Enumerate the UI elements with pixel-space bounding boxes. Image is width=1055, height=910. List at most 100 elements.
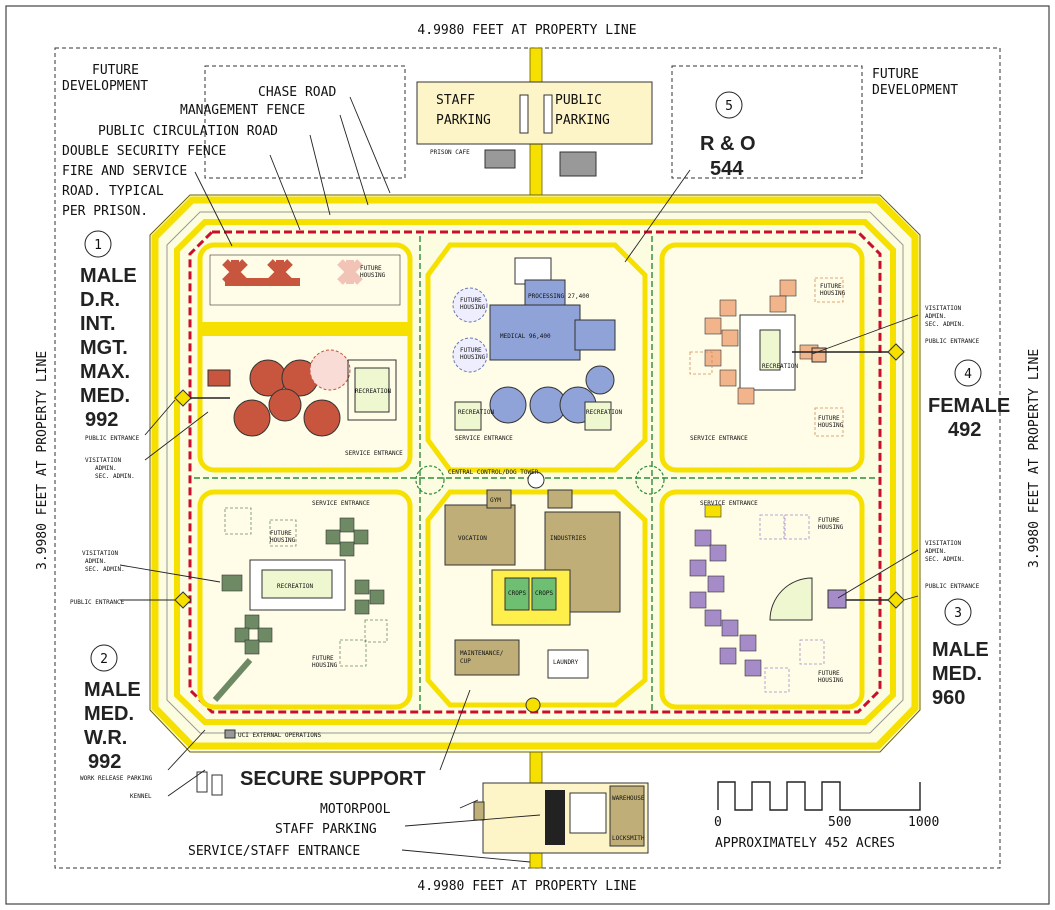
facility-3-badge	[944, 598, 972, 626]
top-parking-lot	[416, 81, 653, 145]
visitation-center-building	[559, 151, 597, 177]
fire-service-road-line3: PER PRISON.	[62, 204, 148, 219]
property-line	[54, 47, 1001, 869]
facility-5-line2: 544	[710, 158, 744, 180]
central-control-node	[415, 465, 665, 495]
facility-3-number: 3	[954, 606, 962, 621]
facility-1-line3: INT.	[80, 313, 116, 335]
motorpool-label: MOTORPOOL	[320, 802, 391, 817]
service-entrance-f4: SERVICE ENTRANCE	[690, 435, 748, 442]
future-housing-f5-2: HOUSING	[460, 304, 486, 311]
fire-service-road-line1: FIRE AND SERVICE	[62, 164, 187, 179]
public-entrance-f2	[174, 591, 192, 609]
future-housing-f5-1: FUTURE	[460, 297, 482, 304]
facility-5-number: 5	[725, 99, 733, 114]
top-property-line-label: 4.9980 FEET AT PROPERTY LINE	[417, 23, 636, 38]
future-housing-f3b-2: HOUSING	[818, 677, 844, 684]
service-entrance-f2: SERVICE ENTRANCE	[312, 500, 370, 507]
future-housing-f5b-2: HOUSING	[460, 354, 486, 361]
visitation-label-f2-3: SEC. ADMIN.	[85, 566, 125, 573]
visitation-label-f2-2: ADMIN.	[85, 558, 107, 565]
public-entrance-label-f3: PUBLIC ENTRANCE	[925, 583, 980, 590]
facility-5-badge	[715, 91, 743, 119]
visitation-label-f3-1: VISITATION	[925, 540, 962, 547]
staff-parking-bottom-label: STAFF PARKING	[275, 822, 377, 837]
recreation-f5-right: RECREATION	[586, 409, 623, 416]
facility-4-compound	[659, 242, 865, 473]
facility-1-line1: MALE	[80, 265, 137, 287]
future-housing-f1-1: FUTURE	[360, 265, 382, 272]
future-housing-f2-2: HOUSING	[270, 537, 296, 544]
facility-3-line2: MED.	[932, 663, 982, 685]
vocation-building	[444, 504, 516, 566]
double-security-fence-label: DOUBLE SECURITY FENCE	[62, 144, 226, 159]
secure-support-compound	[425, 489, 648, 713]
crops-label-1: CROPS	[508, 590, 526, 597]
future-development-right-area	[671, 65, 863, 179]
facility-1-badge	[84, 230, 112, 258]
future-housing-f4b-2: HOUSING	[818, 422, 844, 429]
warehouse-label: WAREHOUSE	[612, 795, 645, 802]
facility-1-line7: 992	[85, 409, 118, 431]
visitation-label-f4-3: SEC. ADMIN.	[925, 321, 965, 328]
facility-4-badge	[954, 359, 982, 387]
leader-lines	[119, 96, 919, 863]
right-property-line-label: 3.9980 FEET AT PROPERTY LINE	[1027, 349, 1042, 568]
facility-1-compound	[197, 242, 413, 473]
laundry-label: LAUNDRY	[553, 659, 579, 666]
public-entrance-f4	[887, 343, 905, 361]
public-parking-label-1: PUBLIC	[555, 93, 602, 108]
red-housing-units-round	[233, 349, 351, 437]
fire-service-road-line2: ROAD. TYPICAL	[62, 184, 164, 199]
maintenance-label-1: MAINTENANCE/	[460, 650, 504, 657]
locksmith-label: LOCKSMITH	[612, 835, 645, 842]
facility-2-line3: W.R.	[84, 727, 127, 749]
left-property-line-label: 3.9980 FEET AT PROPERTY LINE	[35, 351, 50, 570]
service-entrance-f5: SERVICE ENTRANCE	[455, 435, 513, 442]
recreation-f5-left: RECREATION	[458, 409, 495, 416]
scale-bar	[717, 781, 921, 811]
recreation-f2: RECREATION	[277, 583, 314, 590]
facility-1-line2: D.R.	[80, 289, 120, 311]
maintenance-label-2: CUP	[460, 658, 471, 665]
facility-5-line1: R & O	[700, 133, 756, 155]
visitation-label-f4-1: VISITATION	[925, 305, 962, 312]
processing-label: PROCESSING 27,400	[528, 293, 590, 300]
management-fence	[166, 211, 904, 734]
scale-tick-500: 500	[828, 815, 851, 830]
recreation-f1: RECREATION	[355, 388, 392, 395]
facility-3-line3: 960	[932, 687, 965, 709]
future-housing-f2-1: FUTURE	[270, 530, 292, 537]
future-housing-f3-1: FUTURE	[818, 517, 840, 524]
future-dev-right-line2: DEVELOPMENT	[872, 83, 958, 98]
prison-cafe-label: PRISON CAFE	[430, 149, 470, 156]
facility-2-badge	[90, 644, 118, 672]
staff-support-building	[484, 149, 516, 169]
public-entrance-label-f1: PUBLIC ENTRANCE	[85, 435, 140, 442]
visitation-label-f3-2: ADMIN.	[925, 548, 947, 555]
scale-acres: APPROXIMATELY 452 ACRES	[715, 836, 895, 851]
facility-4-line1: FEMALE	[928, 395, 1010, 417]
facility-1-line6: MED.	[80, 385, 130, 407]
kennel-label: KENNEL	[130, 793, 152, 800]
facility-3-compound	[659, 489, 865, 710]
future-housing-f4-1: FUTURE	[820, 283, 842, 290]
facility-1-line4: MGT.	[80, 337, 128, 359]
work-release-parking-label: WORK RELEASE PARKING	[80, 775, 153, 782]
central-control-label: CENTRAL CONTROL/DOG TOWER	[448, 469, 539, 476]
visitation-label-f1-2: ADMIN.	[95, 465, 117, 472]
service-staff-entrance-label: SERVICE/STAFF ENTRANCE	[188, 844, 360, 859]
facility-2-number: 2	[100, 652, 108, 667]
service-entrance-f1: SERVICE ENTRANCE	[345, 450, 403, 457]
crops-label-2: CROPS	[535, 590, 553, 597]
future-housing-f2b-1: FUTURE	[312, 655, 334, 662]
facility-2-line1: MALE	[84, 679, 141, 701]
facility-2-line2: MED.	[84, 703, 134, 725]
future-housing-f5b-1: FUTURE	[460, 347, 482, 354]
service-entrance-f3: SERVICE ENTRANCE	[700, 500, 758, 507]
facility-2-line4: 992	[88, 751, 121, 773]
future-housing-f4b-1: FUTURE	[818, 415, 840, 422]
future-dev-right-line1: FUTURE	[872, 67, 919, 82]
future-housing-f1-2: HOUSING	[360, 272, 386, 279]
future-housing-f2b-2: HOUSING	[312, 662, 338, 669]
